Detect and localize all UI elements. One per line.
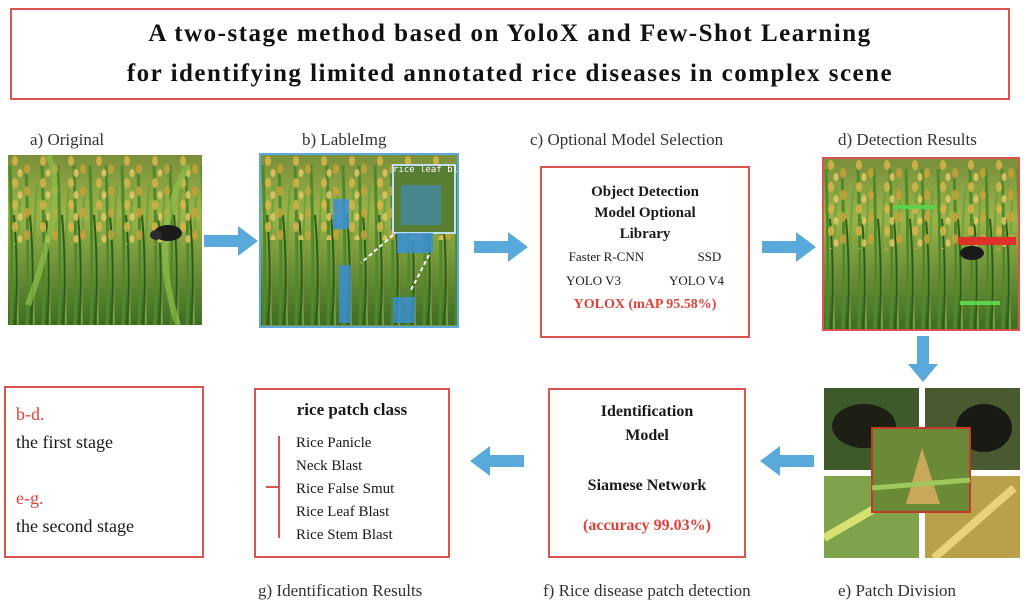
caption-detection-results: d) Detection Results: [838, 130, 977, 149]
arrow-right-icon: [204, 226, 258, 256]
arrow-left-icon: [760, 446, 814, 476]
model-faster-rcnn: Faster R-CNN: [568, 249, 645, 264]
patch-division-mosaic: [824, 388, 1020, 558]
title-line-1: A two-stage method based on YoloX and Fe…: [148, 20, 872, 47]
detection-results-photo: [822, 157, 1020, 331]
legend-second-stage: the second stage: [16, 516, 134, 536]
class-item: Rice False Smut: [296, 481, 395, 497]
model-library-title-1: Object Detection: [591, 184, 699, 200]
class-item: Rice Panicle: [296, 435, 372, 451]
arrow-down-icon: [908, 336, 938, 382]
model-ssd: SSD: [697, 249, 722, 264]
class-bracket-stem: [266, 486, 279, 488]
caption-patch-detection: f) Rice disease patch detection: [543, 581, 751, 600]
legend-first-stage: the first stage: [16, 432, 113, 452]
model-library-box: Object Detection Model Optional Library …: [540, 166, 750, 338]
stage-legend-box: b-d. the first stage e-g. the second sta…: [4, 386, 204, 558]
model-yolo-v3: YOLO V3: [565, 273, 621, 288]
caption-original: a) Original: [30, 130, 105, 149]
labelimg-tag: rice leaf blast: [393, 165, 459, 175]
class-item: Rice Stem Blast: [296, 527, 393, 543]
identification-title-2: Model: [625, 427, 669, 444]
model-selected-yolox: YOLOX (mAP 95.58%): [573, 297, 717, 312]
arrow-right-icon: [474, 232, 528, 262]
arrow-left-icon: [470, 446, 524, 476]
caption-model-selection: c) Optional Model Selection: [530, 130, 724, 149]
caption-patch-division: e) Patch Division: [838, 581, 957, 600]
rice-patch-class-title: rice patch class: [296, 400, 408, 419]
labelimg-rice-photo: rice leaf blast: [259, 153, 459, 328]
model-yolo-v4: YOLO V4: [668, 273, 724, 288]
legend-key-first: b-d.: [16, 404, 45, 424]
caption-labelimg: b) LableImg: [302, 130, 387, 149]
class-item: Neck Blast: [296, 458, 363, 474]
legend-key-second: e-g.: [16, 488, 44, 508]
arrow-right-icon: [762, 232, 816, 262]
model-library-title-3: Library: [619, 226, 671, 242]
class-bracket: [278, 436, 290, 538]
accuracy-label: (accuracy 99.03%): [583, 517, 711, 534]
original-rice-photo: [8, 155, 202, 325]
identification-title-1: Identification: [600, 403, 694, 420]
title-box: A two-stage method based on YoloX and Fe…: [10, 8, 1010, 100]
caption-identification-results: g) Identification Results: [258, 581, 423, 600]
model-library-title-2: Model Optional: [594, 205, 696, 221]
title-line-2: for identifying limited annotated rice d…: [126, 60, 894, 87]
identification-model-box: Identification Model Siamese Network (ac…: [548, 388, 746, 558]
rice-patch-class-box: rice patch class Rice Panicle Neck Blast…: [254, 388, 450, 558]
siamese-network-label: Siamese Network: [587, 477, 707, 494]
class-item: Rice Leaf Blast: [296, 504, 390, 520]
